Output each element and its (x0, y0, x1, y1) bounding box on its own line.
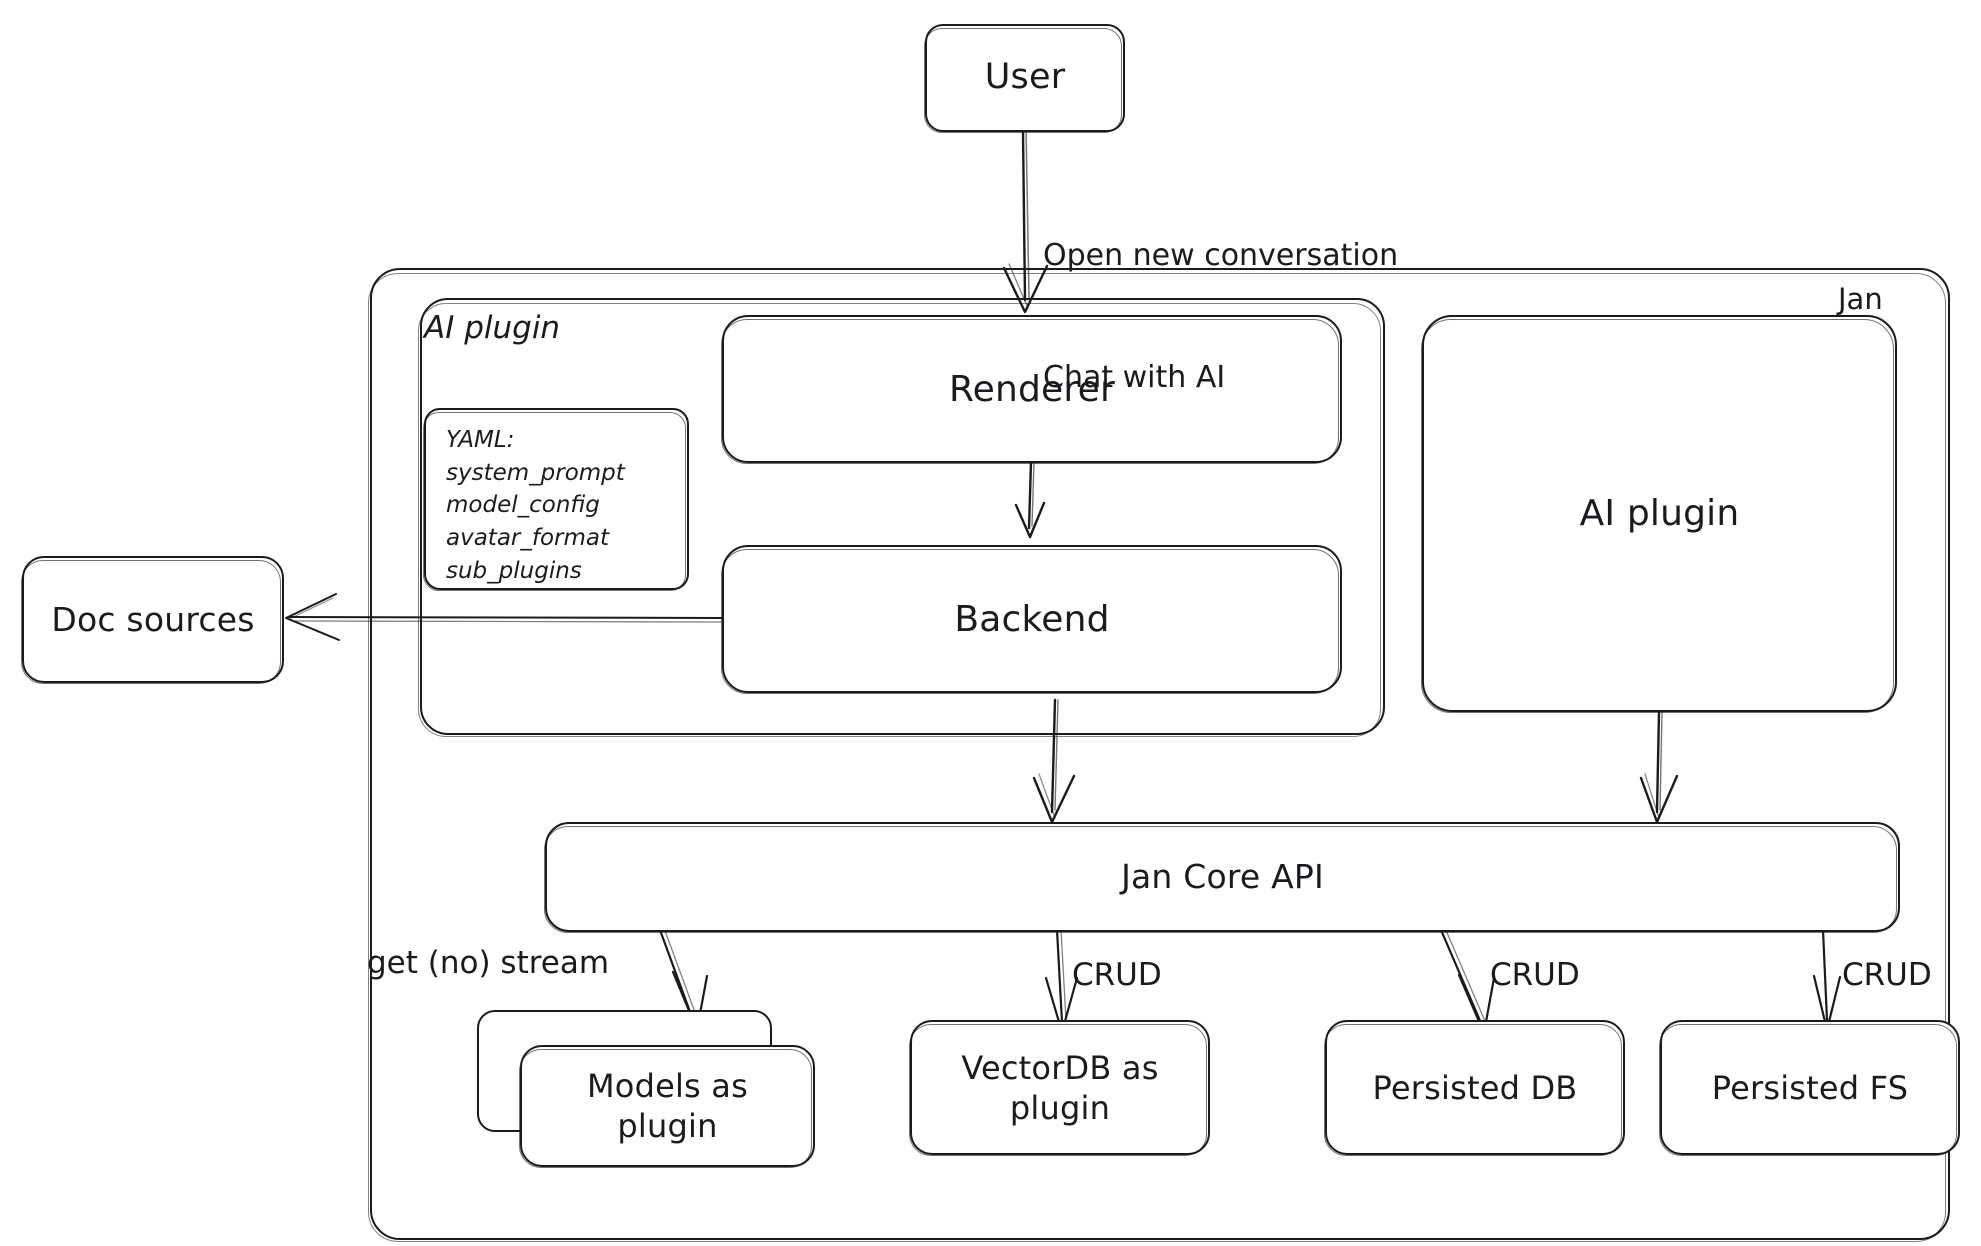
node-persisted-fs[interactable]: Persisted FS (1659, 1020, 1960, 1156)
jan-container-label: Jan (1838, 282, 1883, 316)
node-ai-plugin[interactable]: AI plugin (1421, 315, 1897, 713)
node-vectordb-as-plugin[interactable]: VectorDB as plugin (909, 1020, 1210, 1156)
edge-label-get-no-stream: get (no) stream (367, 945, 610, 981)
ai-plugin-group-label: AI plugin (424, 310, 561, 346)
node-models-as-plugin-label: Models as plugin (586, 1067, 748, 1145)
edge-label-crud-vectordb: CRUD (1072, 957, 1162, 993)
edge-label-line-1: Open new conversation (1043, 238, 1399, 273)
node-backend[interactable]: Backend (721, 545, 1342, 694)
yaml-line-sub-plugins: sub_plugins (446, 557, 582, 584)
node-user-label: User (984, 57, 1066, 98)
yaml-config-panel: YAML: system_prompt model_config avatar_… (423, 408, 689, 591)
yaml-line-system-prompt: system_prompt (446, 459, 625, 486)
edge-label-crud-persisted-fs: CRUD (1842, 957, 1932, 993)
node-persisted-db-label: Persisted DB (1372, 1068, 1578, 1107)
node-vectordb-as-plugin-label: VectorDB as plugin (961, 1048, 1159, 1127)
node-renderer-label: Renderer (949, 368, 1115, 410)
node-user[interactable]: User (924, 24, 1125, 133)
node-persisted-fs-label: Persisted FS (1711, 1068, 1909, 1107)
node-jan-core-api-label: Jan Core API (1121, 857, 1324, 897)
yaml-line-title: YAML: (446, 427, 515, 453)
node-renderer[interactable]: Renderer (721, 315, 1342, 464)
edge-label-crud-persisted-db: CRUD (1490, 957, 1580, 993)
node-models-as-plugin[interactable]: Models as plugin (519, 1045, 815, 1168)
edge-label-line-2: Chat with AI (1043, 359, 1226, 395)
edge-label-user-to-renderer: Open new conversation Chat with AI (1043, 155, 1398, 479)
node-jan-core-api[interactable]: Jan Core API (544, 822, 1900, 933)
yaml-line-avatar-format: avatar_format (446, 524, 610, 551)
node-doc-sources-label: Doc sources (51, 599, 255, 639)
node-doc-sources[interactable]: Doc sources (21, 556, 284, 684)
node-persisted-db[interactable]: Persisted DB (1324, 1020, 1625, 1156)
node-ai-plugin-label: AI plugin (1579, 493, 1740, 534)
yaml-line-model-config: model_config (446, 492, 600, 519)
node-backend-label: Backend (954, 598, 1110, 640)
